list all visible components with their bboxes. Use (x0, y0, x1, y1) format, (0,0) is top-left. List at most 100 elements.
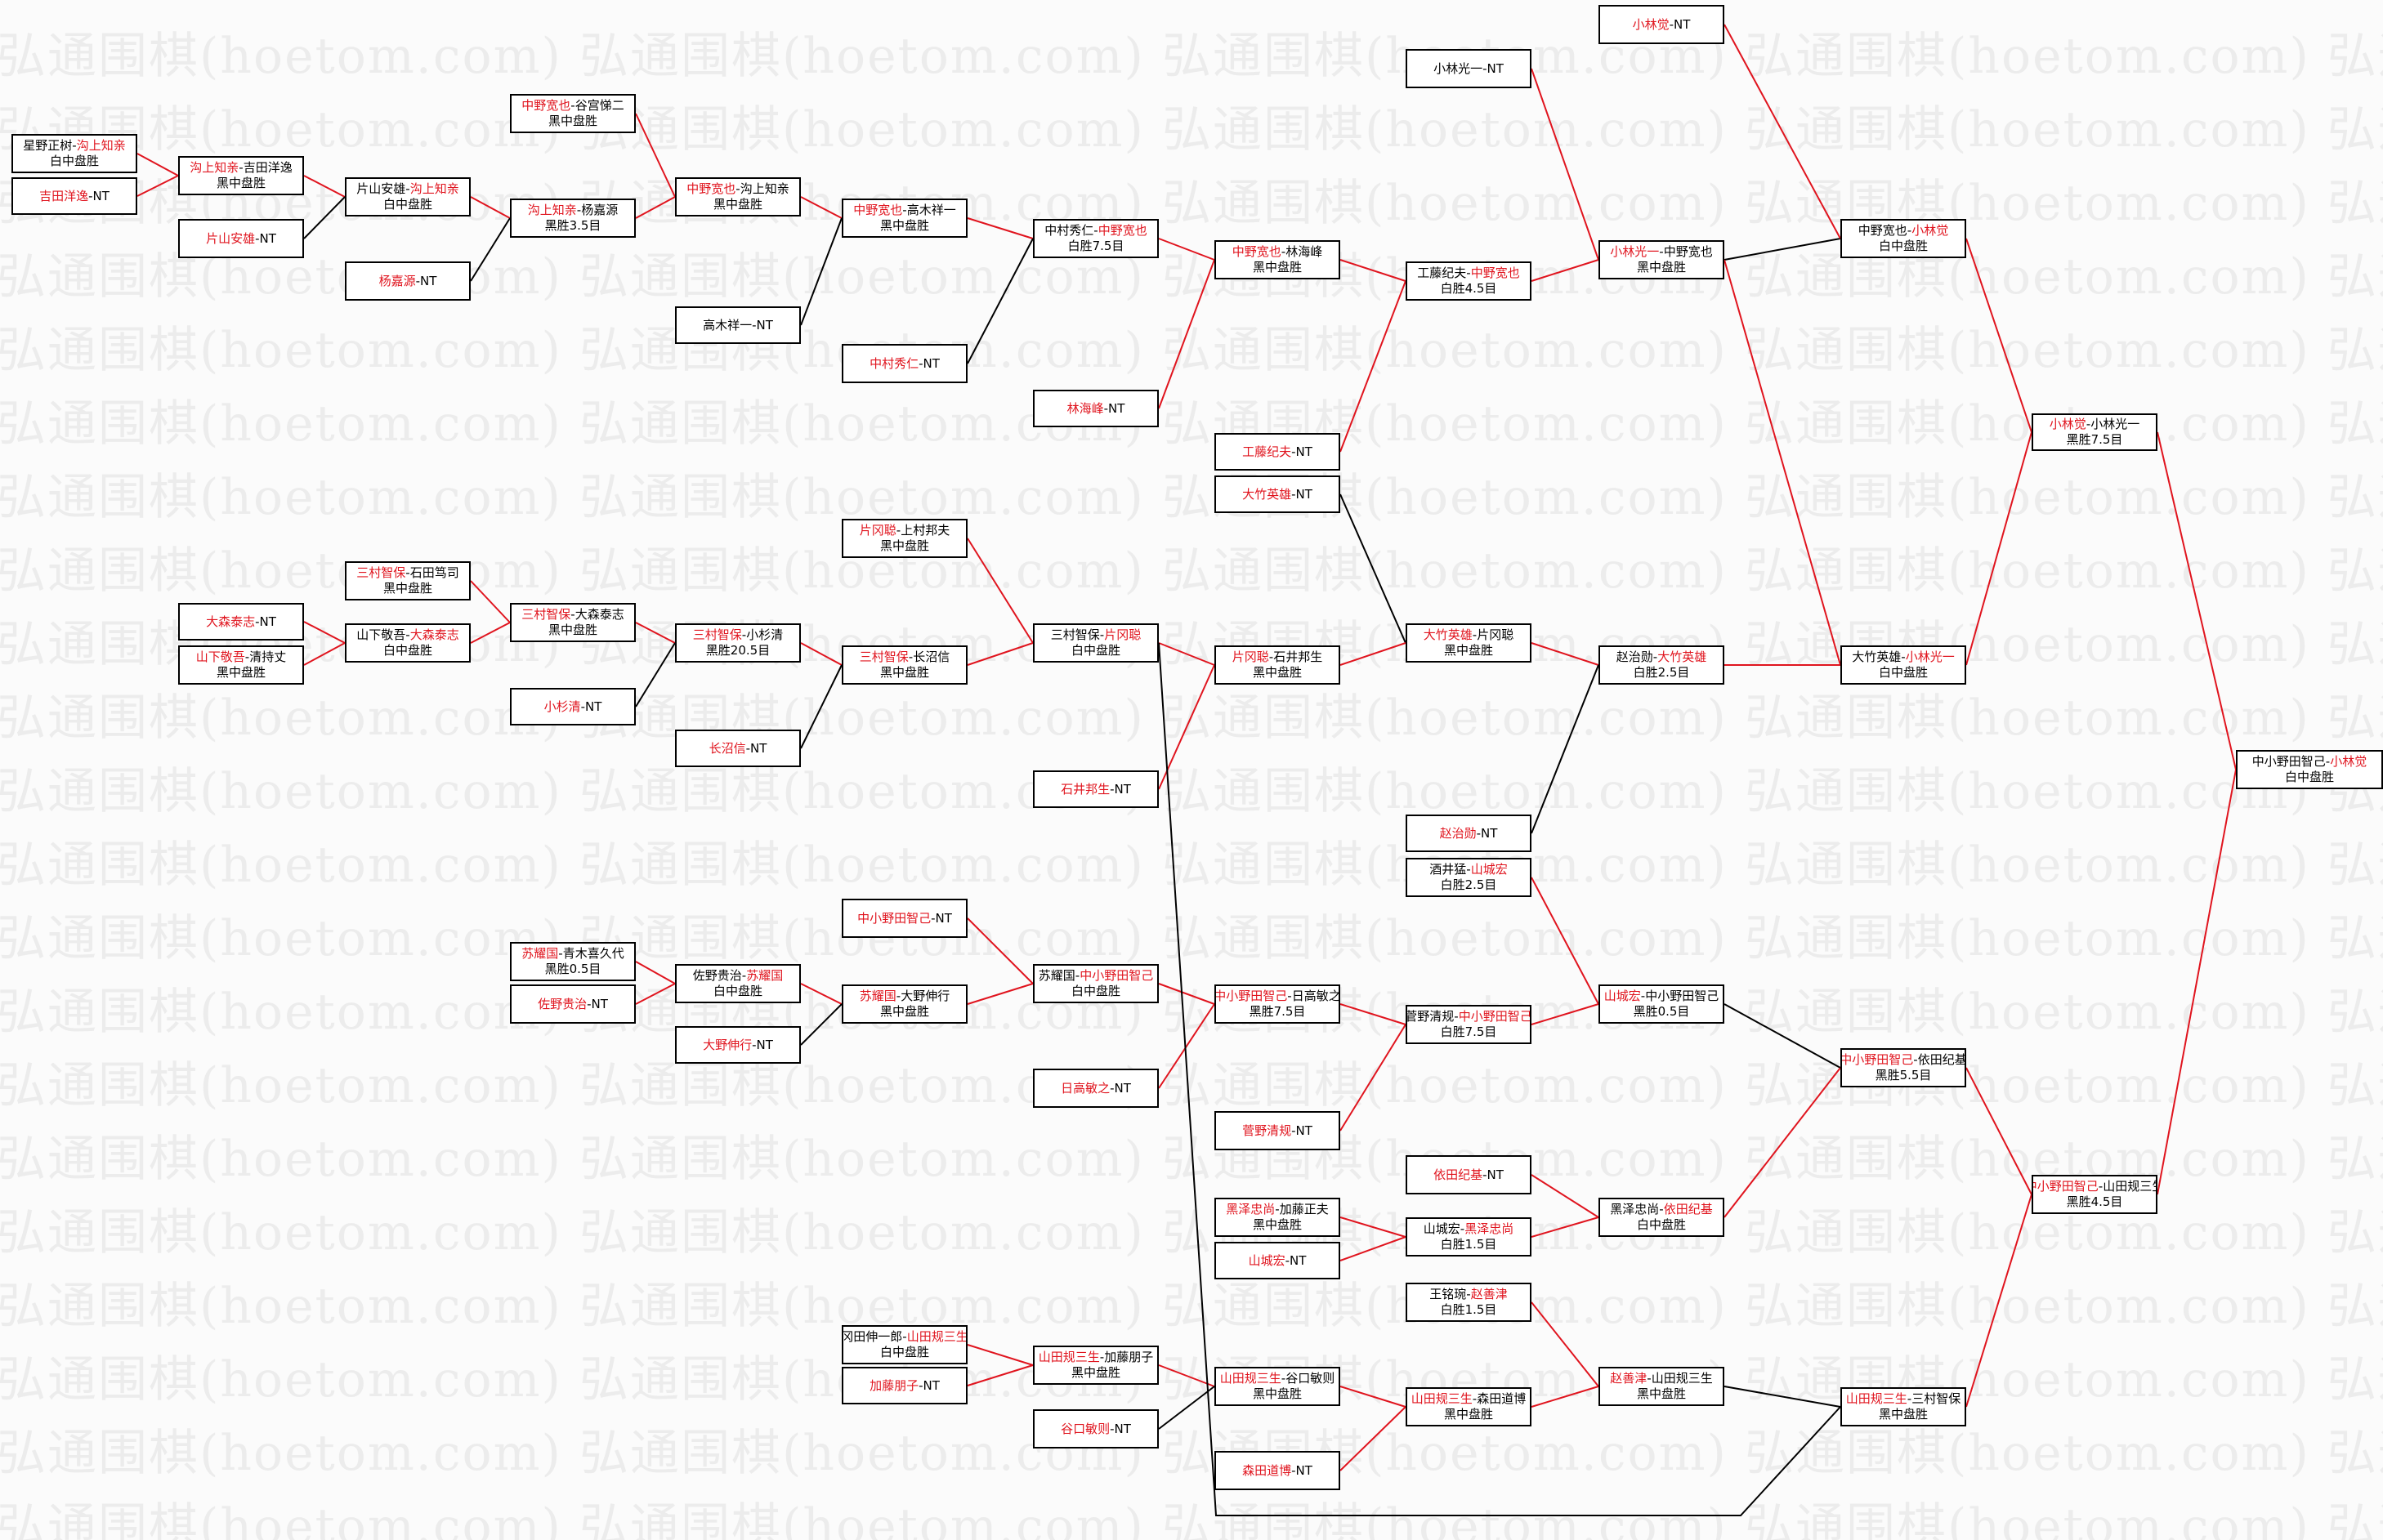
match-players: 林海峰-NT (1067, 401, 1125, 417)
player-separator: - (1099, 627, 1105, 642)
player-separator: - (1466, 1287, 1471, 1301)
match-box: 杨嘉源-NT (345, 261, 471, 301)
bye-marker: -NT (1291, 486, 1312, 502)
winner-name: 长沼信 (709, 740, 746, 756)
match-result: 黑中盘胜 (1071, 1365, 1120, 1380)
bracket-connector (1158, 259, 1215, 409)
match-players: 片冈聪-石井邦生 (1232, 649, 1322, 665)
player-name: 高木祥一 (906, 203, 956, 217)
match-box: 三村智保-大森泰志黑中盘胜 (510, 603, 636, 642)
player-name: 菅野清规 (1406, 1009, 1455, 1024)
winner-name: 苏耀国 (521, 946, 559, 961)
player-name: 加藤正夫 (1279, 1202, 1329, 1216)
player-name: 王铭琬 (1429, 1287, 1467, 1301)
match-result: 黑中盘胜 (1878, 1407, 1928, 1422)
match-players: 谷口敏则-NT (1061, 1422, 1131, 1437)
winner-name: 黑泽忠尚 (1226, 1202, 1276, 1216)
match-result: 黑胜0.5目 (1633, 1004, 1690, 1019)
match-box: 森田道博-NT (1214, 1451, 1340, 1490)
winner-name: 山田规三生 (906, 1329, 968, 1344)
player-separator: - (1640, 989, 1646, 1003)
player-separator: - (902, 1329, 907, 1344)
player-separator: - (405, 565, 410, 580)
bye-marker: -NT (587, 996, 608, 1011)
match-players: 日高敏之-NT (1061, 1081, 1131, 1096)
bracket-connector (1965, 431, 2032, 666)
match-box: 佐野贵治-苏耀国白中盘胜 (675, 964, 801, 1003)
match-box: 小林觉-小林光一黑胜7.5目 (2032, 413, 2157, 451)
match-box: 三村智保-长沼信黑中盘胜 (842, 645, 968, 685)
player-separator: - (1659, 1202, 1664, 1216)
bye-marker: -NT (1103, 400, 1125, 416)
bye-marker: -NT (752, 1037, 773, 1052)
match-players: 大森泰志-NT (206, 614, 276, 630)
bracket-connector (1531, 1301, 1599, 1387)
player-name: 黑泽忠尚 (1610, 1202, 1660, 1216)
match-box: 小杉清-NT (510, 688, 636, 725)
winner-name: 森田道博 (1242, 1462, 1292, 1478)
match-players: 中小野田智己-NT (857, 911, 952, 926)
match-result: 黑中盘胜 (1636, 1386, 1686, 1401)
winner-name: 三村智保 (859, 649, 909, 664)
bracket-connector (967, 217, 1034, 239)
match-players: 赵治勋-大竹英雄 (1616, 649, 1706, 665)
bracket-connector (1965, 1067, 2032, 1195)
player-separator: - (1472, 1391, 1478, 1406)
match-result: 白胜2.5目 (1440, 877, 1497, 892)
player-name: 大竹英雄 (1852, 649, 1902, 664)
player-separator: - (2098, 1179, 2104, 1194)
winner-name: 依田纪基 (1433, 1167, 1483, 1182)
bracket-connector (303, 175, 346, 198)
bracket-connector (800, 217, 843, 326)
player-name: 山城宏 (1423, 1221, 1460, 1236)
match-players: 沟上知亲-吉田洋逸 (190, 160, 292, 176)
bracket-connector (967, 538, 1034, 644)
bracket-connector (1531, 259, 1599, 282)
match-box: 山田规三生-三村智保黑中盘胜 (1840, 1387, 1966, 1426)
match-box: 中野宽也-小林觉白中盘胜 (1840, 219, 1966, 258)
match-players: 中野宽也-沟上知亲 (686, 181, 789, 197)
player-name: 青木喜久代 (562, 946, 624, 961)
winner-name: 佐野贵治 (538, 996, 588, 1011)
match-box: 山田规三生-谷口敏则黑中盘胜 (1214, 1367, 1340, 1406)
player-name: 沟上知亲 (740, 181, 789, 196)
match-result: 白胜4.5目 (1440, 281, 1497, 296)
match-result: 黑中盘胜 (1443, 643, 1493, 658)
match-players: 工藤纪夫-中野宽也 (1417, 266, 1519, 281)
bracket-connector (1158, 1386, 1215, 1430)
player-separator: - (908, 649, 914, 664)
match-result: 黑胜5.5目 (1875, 1068, 1932, 1082)
match-players: 三村智保-长沼信 (860, 649, 950, 665)
player-name: 酒井猛 (1429, 862, 1467, 877)
bracket-connector (2157, 431, 2237, 770)
winner-name: 片冈聪 (859, 523, 896, 538)
bracket-connector (1531, 1386, 1599, 1408)
match-result: 黑中盘胜 (1636, 260, 1686, 275)
winner-name: 中村秀仁 (870, 355, 919, 371)
winner-name: 山城宏 (1470, 862, 1508, 877)
winner-name: 沟上知亲 (409, 181, 459, 196)
player-separator: - (1281, 1371, 1286, 1386)
player-name: 苏耀国 (1038, 968, 1075, 983)
match-players: 菅野清规-NT (1242, 1123, 1312, 1139)
bracket-connector (1158, 238, 1215, 261)
winner-name: 中野宽也 (1232, 244, 1281, 259)
winner-name: 沟上知亲 (527, 203, 577, 217)
match-players: 加藤朋子-NT (870, 1378, 940, 1394)
player-separator: - (896, 989, 901, 1003)
bracket-connector (1724, 1067, 1841, 1218)
match-players: 黑泽忠尚-依田纪基 (1610, 1202, 1712, 1217)
winner-name: 大竹英雄 (1423, 627, 1473, 642)
match-result: 黑中盘胜 (713, 197, 762, 212)
winner-name: 沟上知亲 (190, 160, 239, 175)
bracket-connector (1724, 1386, 1841, 1408)
bracket-connector (1339, 1024, 1406, 1132)
player-separator: - (1901, 649, 1906, 664)
bye-marker: -NT (1482, 60, 1504, 76)
winner-name: 日高敏之 (1061, 1080, 1111, 1096)
bracket-connector (136, 175, 179, 197)
bracket-connector (635, 642, 676, 708)
player-separator: - (1466, 266, 1471, 280)
match-box: 高木祥一-NT (675, 306, 801, 344)
